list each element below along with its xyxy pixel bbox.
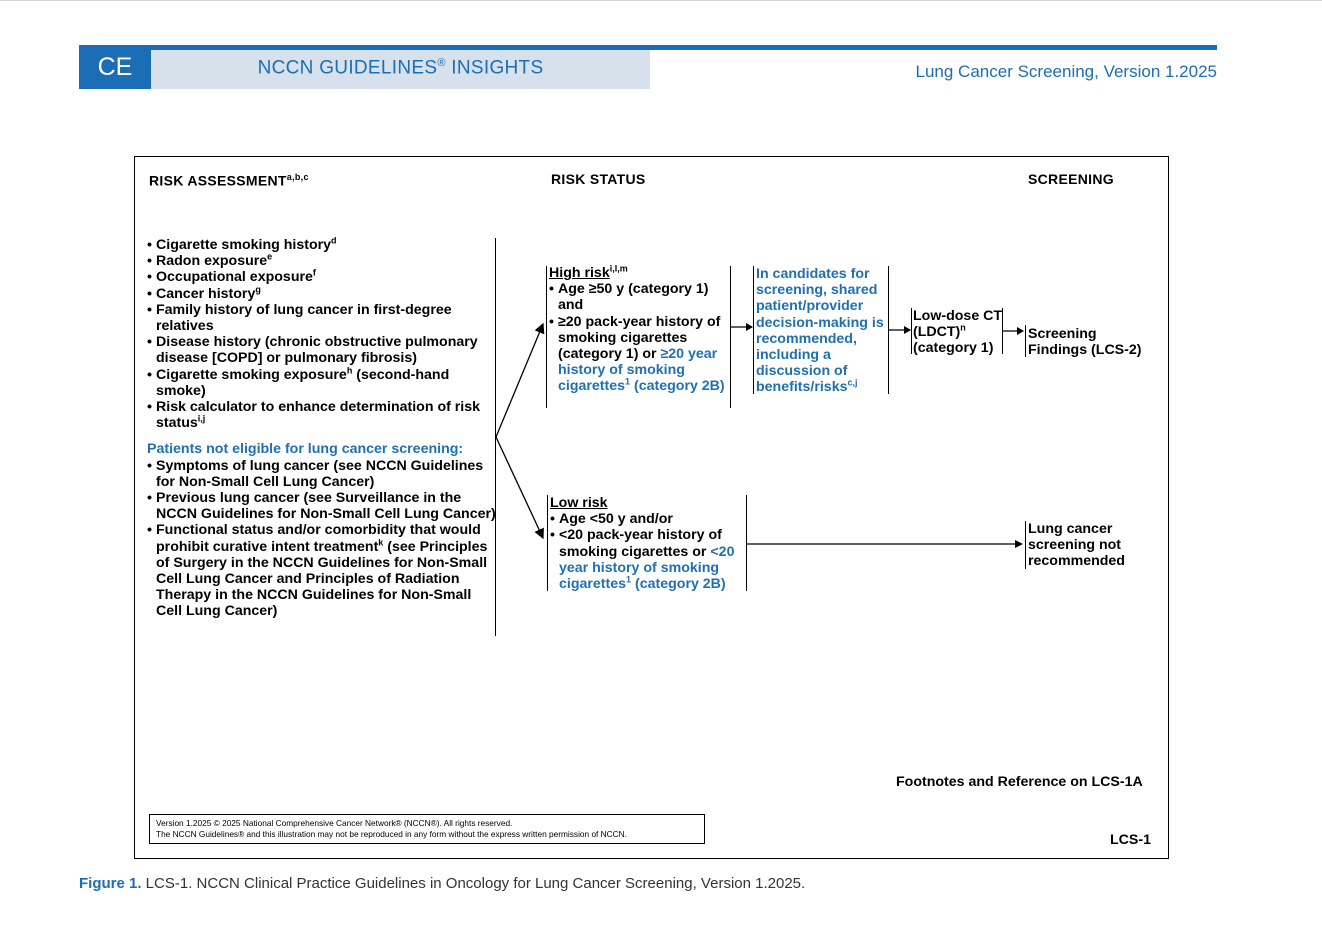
arrow-to-decision (730, 323, 753, 331)
low-risk-title: Low risk (550, 495, 608, 511)
arrow-to-not-recommended (746, 540, 1023, 548)
insights-title: NCCN GUIDELINES® INSIGHTS (257, 57, 544, 79)
list-item: Age <50 y and/or (550, 511, 750, 527)
list-item: <20 pack-year history of smoking cigaret… (550, 527, 750, 592)
assessment-bracket-line (495, 238, 497, 636)
low-risk-left-line (547, 495, 549, 591)
running-title: Lung Cancer Screening, Version 1.2025 (915, 62, 1217, 81)
decision-left-line (753, 266, 755, 394)
list-item: Cigarette smoking historyd (147, 236, 497, 254)
top-divider (0, 0, 1322, 1)
figure-caption: Figure 1. LCS-1. NCCN Clinical Practice … (79, 875, 806, 892)
list-item: Age ≥50 y (category 1) and (549, 281, 731, 313)
arrow-to-high-risk (495, 322, 545, 438)
screening-findings-box: Screening Findings (LCS-2) (1028, 326, 1142, 359)
list-item: Cigarette smoking exposureh (second-hand… (147, 365, 497, 399)
insights-banner: NCCN GUIDELINES® INSIGHTS (151, 50, 650, 89)
high-risk-box: High riski,l,m Age ≥50 y (category 1) an… (549, 263, 731, 395)
list-item: ≥20 pack-year history of smoking cigaret… (549, 314, 731, 395)
list-item: Radon exposuree (147, 252, 497, 270)
copyright-line-2: The NCCN Guidelines® and this illustrati… (156, 829, 627, 839)
risk-assessment-heading: RISK ASSESSMENTa,b,c (149, 172, 309, 189)
list-item: Previous lung cancer (see Surveillance i… (147, 490, 497, 522)
footnotes-reference: Footnotes and Reference on LCS-1A (896, 774, 1143, 790)
ldct-left-line (911, 308, 913, 354)
high-risk-left-line (546, 266, 548, 408)
arrow-to-low-risk (495, 436, 544, 540)
not-recommended-left-line (1025, 521, 1027, 569)
not-eligible-heading: Patients not eligible for lung cancer sc… (147, 441, 464, 458)
ldct-box: Low-dose CT (LDCT)n (category 1) (913, 308, 1003, 357)
list-item: Occupational exposuref (147, 268, 497, 286)
screening-heading: SCREENING (1028, 171, 1114, 187)
arrow-to-ldct (888, 326, 911, 334)
list-item: Disease history (chronic obstructive pul… (147, 334, 497, 366)
not-recommended-box: Lung cancer screening not recommended (1028, 521, 1125, 570)
high-risk-title: High riski,l,m (549, 263, 628, 281)
shared-decision-box: In candidates for screening, shared pati… (756, 266, 884, 396)
header-rule (150, 45, 1217, 50)
list-item: Cancer historyg (147, 284, 497, 302)
copyright-line-1: Version 1.2025 © 2025 National Comprehen… (156, 818, 513, 828)
ldct-right-line (1002, 308, 1004, 354)
list-item: Symptoms of lung cancer (see NCCN Guidel… (147, 458, 497, 490)
figure-frame (134, 156, 1169, 859)
findings-left-line (1025, 325, 1027, 357)
page-code: LCS-1 (1110, 832, 1151, 848)
copyright-box: Version 1.2025 © 2025 National Comprehen… (149, 814, 705, 844)
branch-arrows (495, 322, 545, 540)
list-item: Family history of lung cancer in first-d… (147, 302, 497, 334)
low-risk-box: Low risk Age <50 y and/or <20 pack-year … (550, 495, 750, 592)
arrow-to-findings (1003, 327, 1024, 335)
list-item: Risk calculator to enhance determination… (147, 399, 497, 431)
list-item: Functional status and/or comorbidity tha… (147, 522, 497, 619)
risk-status-heading: RISK STATUS (551, 171, 646, 187)
journal-code-badge: CE (79, 45, 151, 89)
risk-assessment-list: Cigarette smoking historyd Radon exposur… (147, 236, 497, 620)
